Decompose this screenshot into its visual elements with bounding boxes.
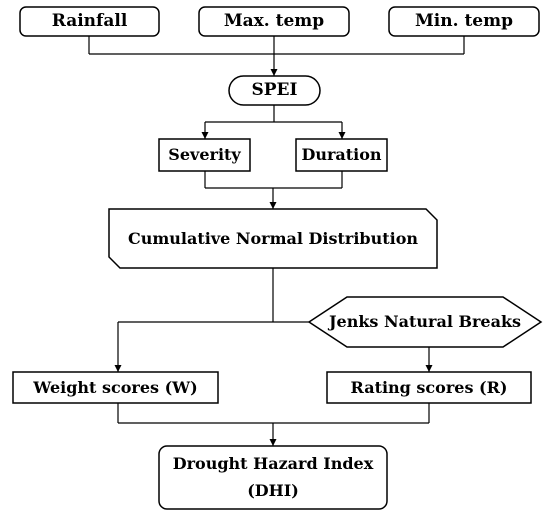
cumulative-normal-distribution-label: Cumulative Normal Distribution	[127, 228, 418, 248]
jenks-natural-breaks-hexagon	[307, 296, 543, 348]
cumulative-normal-distribution-box	[108, 208, 438, 269]
dhi-abbreviation-line: (DHI)	[247, 480, 299, 500]
weight-scores-label: Weight scores (W)	[33, 377, 198, 397]
rating-scores-label: Rating scores (R)	[350, 377, 508, 397]
max-temp-label: Max. temp	[223, 11, 325, 32]
severity-box	[158, 138, 251, 172]
jenks-natural-breaks-label: Jenks Natural Breaks	[328, 312, 522, 332]
rating-scores-box	[326, 371, 532, 404]
duration-label: Duration	[301, 145, 382, 165]
min-temp-label: Min. temp	[414, 11, 513, 32]
spei-label: SPEI	[251, 80, 298, 101]
severity-label: Severity	[168, 145, 241, 165]
drought-hazard-index-label: Drought Hazard Index (DHI)	[159, 446, 387, 509]
weight-scores-box	[12, 371, 219, 404]
rainfall-label: Rainfall	[51, 11, 128, 32]
dhi-title-line: Drought Hazard Index	[172, 454, 374, 474]
